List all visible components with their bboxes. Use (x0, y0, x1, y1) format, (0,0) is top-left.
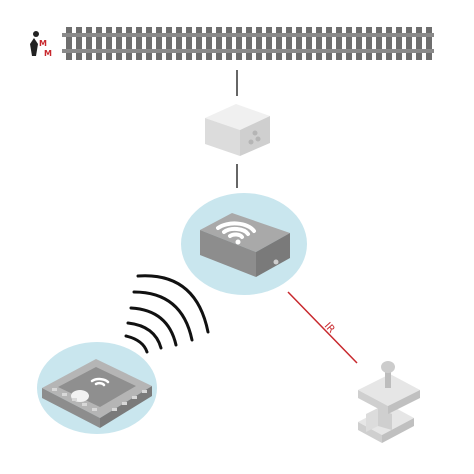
joystick-knob-icon (381, 361, 395, 373)
track-rail-top (62, 33, 434, 37)
track-sleeper (396, 27, 402, 60)
track-sleeper (376, 27, 382, 60)
wifi-dot (235, 239, 241, 245)
track-sleeper (126, 27, 132, 60)
track-sleeper (166, 27, 172, 60)
joystick-stem-left (366, 408, 378, 432)
base-led-icon (273, 259, 279, 265)
track-sleeper (236, 27, 242, 60)
handheld-button (72, 398, 77, 401)
handheld-button (92, 408, 97, 411)
handheld-button (82, 403, 87, 406)
wifi-icon (216, 221, 256, 245)
track-sleeper (246, 27, 252, 60)
track-sleeper (96, 27, 102, 60)
interface-port-icon (252, 130, 258, 136)
joystick-top-right (388, 390, 420, 414)
track-sleeper (296, 27, 302, 60)
track-sleeper (186, 27, 192, 60)
track-sleepers (66, 27, 432, 60)
logo-letter-top: M (39, 39, 47, 48)
track-sleeper (426, 27, 432, 60)
radio-wave-1 (136, 274, 210, 334)
joystick-top-left (358, 390, 388, 414)
interface-port-icon (255, 136, 261, 142)
wifi-arc-large (216, 221, 256, 233)
track-sleeper (336, 27, 342, 60)
wifi-arc-small (228, 232, 244, 239)
ir-link-line (287, 291, 358, 364)
track-sleeper (216, 27, 222, 60)
radio-wave-3 (129, 306, 178, 347)
logo-letter-bottom: M (44, 49, 52, 58)
radio-wave-5 (124, 334, 149, 354)
interface-port-icon (248, 139, 254, 145)
figure-icon (30, 38, 38, 56)
joystick-controller-icon (358, 361, 420, 443)
handheld-buttons (52, 388, 147, 411)
track-rail-bottom (62, 49, 434, 53)
joystick-stick (385, 370, 391, 388)
track-sleeper (356, 27, 362, 60)
interface-box-right (240, 116, 270, 156)
interface-box-icon (205, 104, 270, 156)
track-sleeper (106, 27, 112, 60)
radio-waves-icon (124, 274, 210, 354)
track-sleeper (146, 27, 152, 60)
ir-label: IR (322, 321, 337, 336)
track-sleeper (256, 27, 262, 60)
handheld-wifi-icon (90, 377, 110, 387)
base-front-face (200, 230, 256, 277)
track-sleeper (406, 27, 412, 60)
handheld-button (52, 388, 57, 391)
track-sleeper (266, 27, 272, 60)
track-sleeper (66, 27, 72, 60)
track-sleeper (276, 27, 282, 60)
track-sleeper (156, 27, 162, 60)
track-sleeper (206, 27, 212, 60)
track-sleeper (86, 27, 92, 60)
base-side-face (256, 233, 290, 277)
interface-box-top (205, 104, 270, 130)
wifi-arc-medium (222, 226, 250, 236)
handheld-front-face (42, 388, 100, 428)
handheld-button (142, 390, 147, 393)
track-sleeper (306, 27, 312, 60)
wifi-base-station-icon (200, 213, 290, 277)
radio-wave-2 (132, 290, 194, 342)
handheld-panel (58, 367, 136, 407)
track-sleeper (226, 27, 232, 60)
track-sleeper (286, 27, 292, 60)
track-sleeper (116, 27, 122, 60)
handheld-button (112, 408, 117, 411)
interface-box-left (205, 118, 240, 156)
track-sleeper (316, 27, 322, 60)
track-sleeper (366, 27, 372, 60)
radio-wave-4 (126, 321, 163, 350)
joystick-base-right (382, 418, 414, 443)
handheld-wifi-arc-small (94, 381, 106, 387)
handheld-button (62, 393, 67, 396)
railway-track-icon (62, 27, 434, 60)
handheld-throttle-icon (42, 359, 152, 428)
joystick-base-left (358, 422, 382, 443)
track-sleeper (196, 27, 202, 60)
track-sleeper (346, 27, 352, 60)
track-sleeper (416, 27, 422, 60)
brand-logo: M M (30, 31, 52, 58)
track-sleeper (386, 27, 392, 60)
track-sleeper (136, 27, 142, 60)
handheld-button (122, 402, 127, 405)
figure-head-icon (33, 31, 39, 37)
handheld-button (132, 396, 137, 399)
track-sleeper (76, 27, 82, 60)
track-sleeper (326, 27, 332, 60)
handheld-side-face (100, 386, 152, 428)
track-sleeper (176, 27, 182, 60)
joystick-top-face (358, 374, 420, 406)
handheld-wifi-arc-large (90, 377, 110, 384)
